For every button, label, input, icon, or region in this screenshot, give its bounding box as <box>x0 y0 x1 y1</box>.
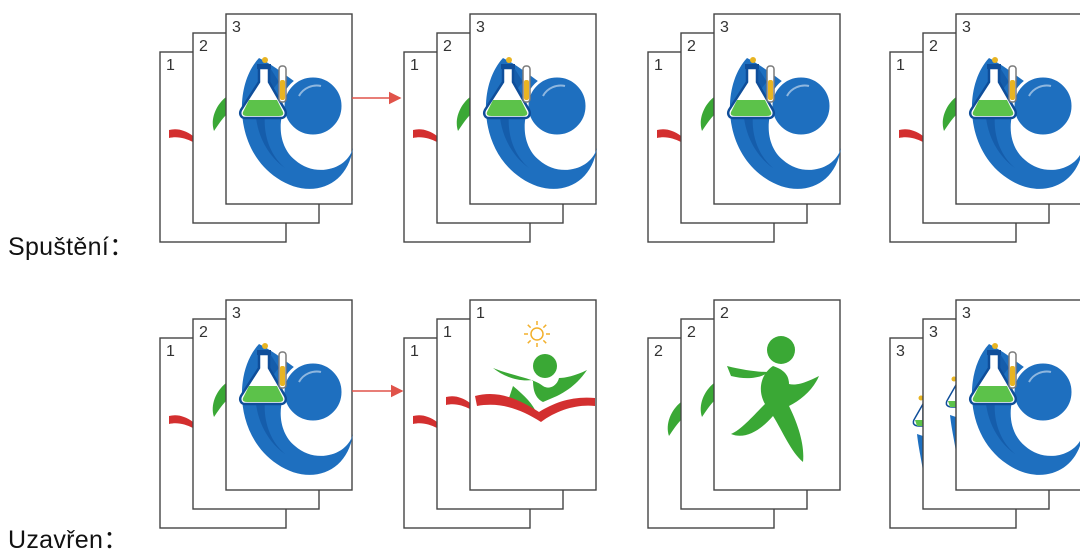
page-number: 1 <box>166 343 175 360</box>
page-stack-off-1: 1 2 3 <box>159 299 353 529</box>
page-number: 2 <box>199 38 208 55</box>
page-art-green-full <box>727 336 819 462</box>
page-stack-off-2: 1 1 1 <box>403 299 597 529</box>
page-off-1-3: 3 <box>225 299 353 491</box>
page-art-green <box>456 97 470 131</box>
page-art-blue <box>968 343 1080 475</box>
page-number: 3 <box>962 305 971 322</box>
page-number: 1 <box>410 57 419 74</box>
page-number: 3 <box>720 19 729 36</box>
page-art-blue <box>482 57 597 189</box>
page-art-green <box>212 97 226 131</box>
page-on-2-3: 3 <box>469 13 597 205</box>
page-number: 2 <box>687 324 696 341</box>
page-number: 1 <box>476 305 485 322</box>
page-art-red <box>446 396 470 409</box>
page-art-red-full <box>475 321 595 422</box>
page-art-blue <box>238 343 353 475</box>
page-number: 2 <box>199 324 208 341</box>
page-stack-off-4: 3 3 3 <box>889 299 1080 529</box>
page-number: 3 <box>929 324 938 341</box>
page-art-red <box>657 129 681 142</box>
page-number: 1 <box>166 57 175 74</box>
page-stack-on-1: 1 2 3 <box>159 13 353 243</box>
page-art-green <box>700 97 714 131</box>
page-number: 2 <box>929 38 938 55</box>
page-number: 2 <box>654 343 663 360</box>
page-number: 3 <box>232 305 241 322</box>
row-label-off: Uzavřen： <box>8 526 129 554</box>
page-number: 2 <box>720 305 729 322</box>
page-stack-on-2: 1 2 3 <box>403 13 597 243</box>
page-art-red <box>413 415 437 428</box>
page-number: 3 <box>476 19 485 36</box>
page-on-1-3: 3 <box>225 13 353 205</box>
page-stack-off-3: 2 2 2 <box>647 299 841 529</box>
row-label-on: Spuštění： <box>8 233 135 261</box>
page-number: 1 <box>896 57 905 74</box>
page-art-blue <box>912 395 924 474</box>
page-art-green <box>667 402 681 436</box>
page-off-2-3: 1 <box>469 299 597 491</box>
page-art-red <box>169 129 193 142</box>
page-art-blue <box>945 376 957 455</box>
page-stack-on-3: 1 2 3 <box>647 13 841 243</box>
page-off-4-3: 3 <box>955 299 1080 491</box>
page-stack-on-4: 1 2 3 <box>889 13 1080 243</box>
page-number: 1 <box>654 57 663 74</box>
page-number: 1 <box>410 343 419 360</box>
page-art-green <box>942 97 956 131</box>
page-number: 3 <box>896 343 905 360</box>
page-number: 2 <box>687 38 696 55</box>
page-art-blue <box>726 57 841 189</box>
page-art-red <box>899 129 923 142</box>
page-art-blue <box>238 57 353 189</box>
page-art-red <box>169 415 193 428</box>
page-number: 1 <box>443 324 452 341</box>
page-off-3-3: 2 <box>713 299 841 491</box>
page-art-blue <box>968 57 1080 189</box>
page-number: 3 <box>232 19 241 36</box>
page-number: 3 <box>962 19 971 36</box>
page-number: 2 <box>443 38 452 55</box>
page-art-red <box>413 129 437 142</box>
page-on-4-3: 3 <box>955 13 1080 205</box>
page-art-green <box>212 383 226 417</box>
page-art-green <box>700 383 714 417</box>
page-on-3-3: 3 <box>713 13 841 205</box>
